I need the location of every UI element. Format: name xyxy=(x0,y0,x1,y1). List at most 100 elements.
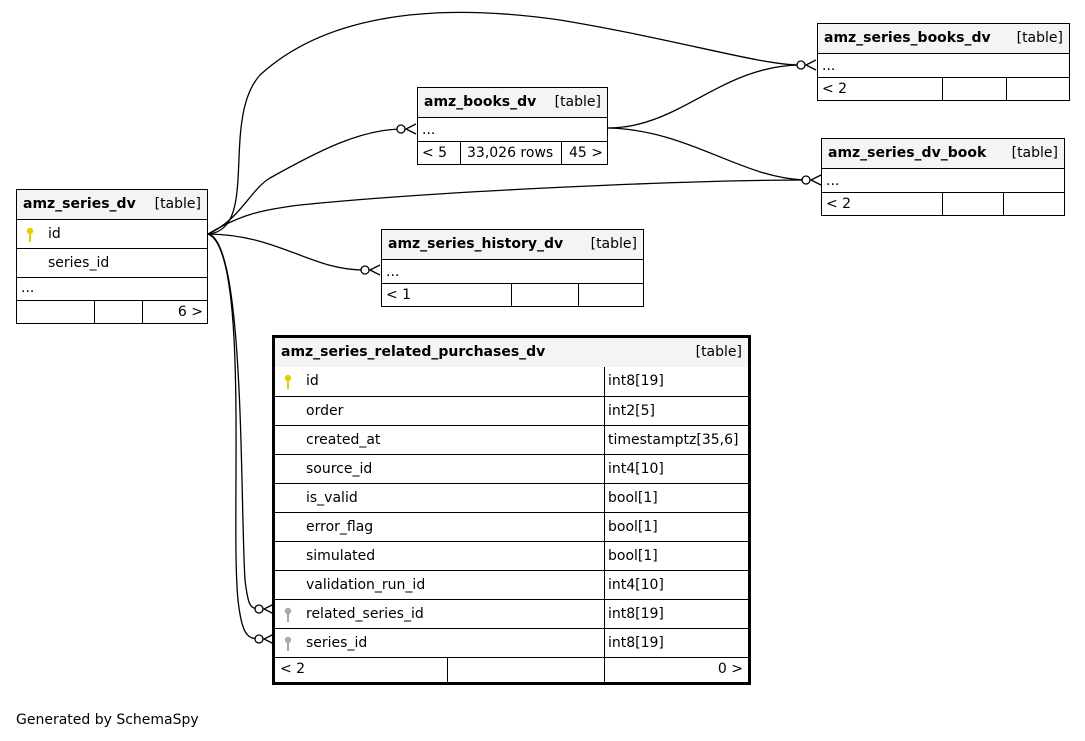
column-row[interactable]: validation_run_id int4[10] xyxy=(275,570,748,599)
footer-rows xyxy=(447,658,604,682)
column-row[interactable]: series_id int8[19] xyxy=(275,628,748,657)
column-divider xyxy=(604,629,605,657)
column-name: created_at xyxy=(306,432,381,448)
footer-rows xyxy=(94,301,142,323)
column-type: int2[5] xyxy=(608,403,655,419)
crowfoot xyxy=(404,123,417,135)
table-amz-series-books-dv[interactable]: amz_series_books_dv [table] ... < 2 xyxy=(817,23,1070,101)
table-footer: < 2 0 > xyxy=(275,657,748,682)
column-divider xyxy=(604,513,605,541)
table-name[interactable]: amz_series_dv_book xyxy=(828,145,987,161)
footer-parents xyxy=(17,301,94,323)
edge-books-dv xyxy=(207,128,401,235)
column-name: error_flag xyxy=(306,519,374,535)
table-header: amz_series_dv_book [table] xyxy=(822,139,1064,168)
footer-rows xyxy=(511,284,578,306)
table-footer: < 5 33,026 rows 45 > xyxy=(418,141,607,164)
footer-children xyxy=(1006,78,1069,100)
column-name: order xyxy=(306,403,344,419)
column-row[interactable]: order int2[5] xyxy=(275,396,748,425)
footer-parents: < 2 xyxy=(280,661,306,677)
column-name: id xyxy=(48,226,61,242)
column-row[interactable]: error_flag bool[1] xyxy=(275,512,748,541)
column-divider xyxy=(604,484,605,512)
column-name: related_series_id xyxy=(306,606,424,622)
footer-parents: < 2 xyxy=(826,196,852,212)
column-divider xyxy=(604,600,605,628)
footer-children: 6 > xyxy=(142,301,207,323)
column-type: int8[19] xyxy=(608,635,664,651)
table-name[interactable]: amz_series_dv xyxy=(23,196,136,212)
column-type: bool[1] xyxy=(608,548,658,564)
edge-dv-book xyxy=(207,179,806,235)
ellipsis: ... xyxy=(826,173,840,189)
footer-rows xyxy=(942,78,1006,100)
table-type: [table] xyxy=(695,344,742,360)
footer-children: 0 > xyxy=(604,658,748,682)
table-name[interactable]: amz_series_related_purchases_dv xyxy=(281,344,546,360)
column-name: series_id xyxy=(306,635,368,651)
table-name[interactable]: amz_series_history_dv xyxy=(388,236,564,252)
table-footer: < 2 xyxy=(822,192,1064,215)
ellipsis-row: ... xyxy=(818,53,1069,77)
crowfoot xyxy=(368,264,381,276)
table-type: [table] xyxy=(1016,30,1063,46)
crowfoot-circle xyxy=(796,60,806,70)
footer-parents: < 5 xyxy=(422,145,448,161)
crowfoot-circle xyxy=(254,604,264,614)
column-row[interactable]: series_id xyxy=(17,248,207,277)
crowfoot xyxy=(804,59,817,71)
column-row[interactable]: simulated bool[1] xyxy=(275,541,748,570)
edge-related-series2 xyxy=(207,233,259,640)
ellipsis: ... xyxy=(422,122,436,138)
column-type: int4[10] xyxy=(608,577,664,593)
table-amz-series-dv[interactable]: amz_series_dv [table] id series_id ... 6… xyxy=(16,189,208,324)
edge-related-series xyxy=(207,233,259,610)
table-footer: 6 > xyxy=(17,300,207,323)
table-name[interactable]: amz_books_dv xyxy=(424,94,537,110)
column-type: int4[10] xyxy=(608,461,664,477)
footer-children xyxy=(1003,193,1064,215)
table-name[interactable]: amz_series_books_dv xyxy=(824,30,991,46)
column-divider xyxy=(604,367,605,396)
table-amz-series-dv-book[interactable]: amz_series_dv_book [table] ... < 2 xyxy=(821,138,1065,216)
footer-children xyxy=(578,284,643,306)
foreign-key-icon xyxy=(284,636,292,651)
ellipsis-row: ... xyxy=(822,168,1064,192)
column-name: simulated xyxy=(306,548,376,564)
crowfoot-circle xyxy=(360,265,370,275)
table-footer: < 1 xyxy=(382,283,643,306)
column-name: source_id xyxy=(306,461,373,477)
crowfoot-circle xyxy=(396,124,406,134)
footer-children: 45 > xyxy=(561,142,607,164)
ellipsis: ... xyxy=(386,264,400,280)
column-divider xyxy=(604,426,605,454)
column-row[interactable]: id xyxy=(17,219,207,248)
crowfoot-circle xyxy=(801,175,811,185)
column-name: validation_run_id xyxy=(306,577,426,593)
table-amz-series-history-dv[interactable]: amz_series_history_dv [table] ... < 1 xyxy=(381,229,644,307)
footer-parents: < 2 xyxy=(822,81,848,97)
column-type: timestamptz[35,6] xyxy=(608,432,739,448)
column-divider xyxy=(604,397,605,425)
ellipsis: ... xyxy=(822,58,836,74)
table-header: amz_series_related_purchases_dv [table] xyxy=(275,338,748,367)
column-row[interactable]: created_at timestamptz[35,6] xyxy=(275,425,748,454)
table-amz-books-dv[interactable]: amz_books_dv [table] ... < 5 33,026 rows… xyxy=(417,87,608,165)
edge-books-seriesbooks xyxy=(607,64,801,129)
table-footer: < 2 xyxy=(818,77,1069,100)
table-header: amz_series_books_dv [table] xyxy=(818,24,1069,53)
edge-history xyxy=(207,233,365,271)
generated-by-label[interactable]: Generated by SchemaSpy xyxy=(16,712,199,728)
table-amz-series-related-purchases-dv[interactable]: amz_series_related_purchases_dv [table] … xyxy=(272,335,751,685)
table-header: amz_books_dv [table] xyxy=(418,88,607,117)
column-row[interactable]: source_id int4[10] xyxy=(275,454,748,483)
column-type: bool[1] xyxy=(608,519,658,535)
primary-key-icon xyxy=(26,227,34,242)
primary-key-icon xyxy=(284,374,292,389)
edge-books-dvbook xyxy=(607,127,806,181)
ellipsis-row: ... xyxy=(382,259,643,283)
